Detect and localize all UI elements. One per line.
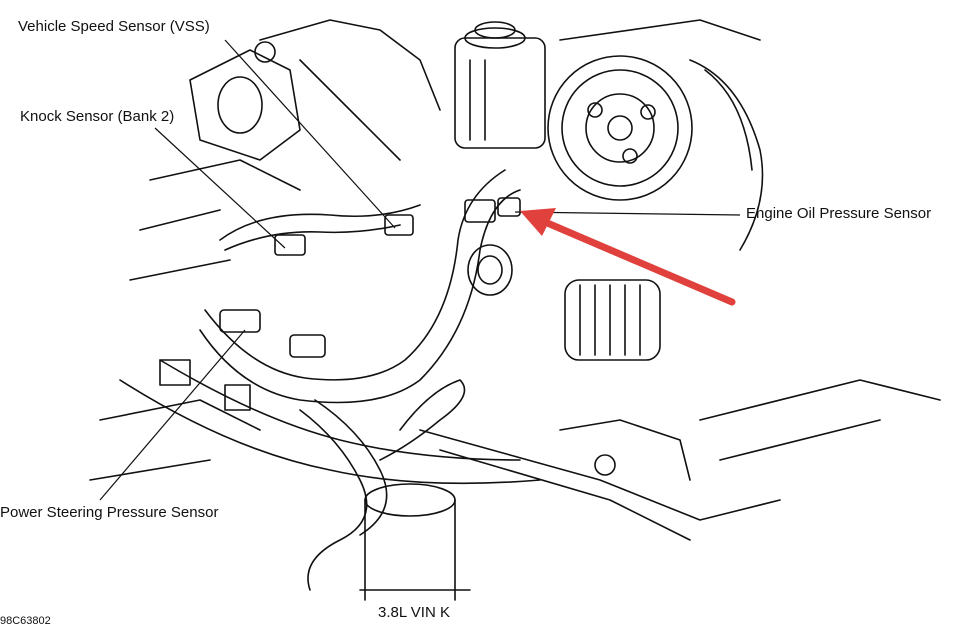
oil-filter-drawing	[467, 244, 661, 361]
power-steering-leader-line	[99, 329, 246, 501]
engine-caption: 3.8L VIN K	[378, 604, 450, 621]
vss-label: Vehicle Speed Sensor (VSS)	[18, 18, 210, 35]
knock-sensor-label: Knock Sensor (Bank 2)	[20, 108, 175, 125]
reservoir-drawing	[454, 21, 546, 149]
frame-drawing	[89, 359, 941, 601]
oil-pressure-sensor-label: Engine Oil Pressure Sensor	[746, 205, 932, 222]
knock-leader-line	[154, 127, 286, 249]
hoses-drawing	[119, 169, 541, 485]
figure-code: 98C63802	[0, 615, 51, 627]
manifold-drawing	[129, 19, 441, 281]
vss-leader-line	[224, 39, 396, 229]
red-arrow	[520, 208, 736, 306]
sensors-drawing	[219, 197, 521, 358]
harness-drawing	[219, 204, 466, 591]
power-steering-sensor-label: Power Steering Pressure Sensor	[0, 504, 219, 521]
pulley-drawing	[547, 19, 764, 251]
